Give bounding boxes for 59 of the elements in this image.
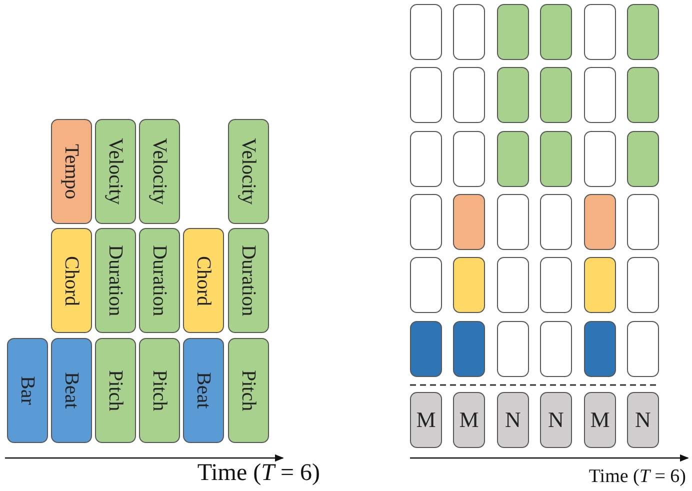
empty-slot-box: [584, 4, 616, 60]
token-type-box: N: [627, 392, 659, 448]
empty-slot-box: [584, 257, 616, 313]
empty-slot-box: [453, 4, 485, 60]
empty-slot-box: [410, 321, 442, 377]
token-box: Duration: [139, 228, 180, 333]
token-box: Duration: [228, 228, 269, 333]
token-type-box: N: [540, 392, 572, 448]
empty-slot-box: [584, 321, 616, 377]
empty-slot-box: [540, 257, 572, 313]
token-box: Beat: [51, 338, 92, 443]
empty-slot-box: [540, 321, 572, 377]
empty-slot-box: [497, 257, 529, 313]
empty-slot-box: [410, 257, 442, 313]
token-box: Chord: [51, 228, 92, 333]
empty-slot-box: [453, 321, 485, 377]
empty-slot-box: [497, 194, 529, 250]
token-box: Duration: [95, 228, 136, 333]
axis-label: Time (T = 6): [588, 466, 686, 488]
empty-slot-box: [627, 4, 659, 60]
empty-slot-box: [497, 131, 529, 187]
token-box: Pitch: [139, 338, 180, 443]
token-box: Tempo: [51, 119, 92, 224]
empty-slot-box: [627, 257, 659, 313]
empty-slot-box: [627, 194, 659, 250]
empty-slot-box: [584, 194, 616, 250]
empty-slot-box: [453, 194, 485, 250]
empty-slot-box: [410, 194, 442, 250]
token-box: Pitch: [228, 338, 269, 443]
empty-slot-box: [540, 67, 572, 123]
token-box: Pitch: [95, 338, 136, 443]
empty-slot-box: [627, 67, 659, 123]
token-type-box: N: [497, 392, 529, 448]
axis-label: Time (T = 6): [197, 460, 320, 487]
token-box: Bar: [7, 338, 48, 443]
empty-slot-box: [453, 257, 485, 313]
empty-slot-box: [453, 131, 485, 187]
token-box: Velocity: [95, 119, 136, 224]
empty-slot-box: [540, 4, 572, 60]
token-box: Velocity: [139, 119, 180, 224]
empty-slot-box: [584, 67, 616, 123]
empty-slot-box: [410, 67, 442, 123]
token-box: Beat: [183, 338, 224, 443]
empty-slot-box: [453, 67, 485, 123]
token-box: Velocity: [228, 119, 269, 224]
empty-slot-box: [497, 4, 529, 60]
empty-slot-box: [540, 194, 572, 250]
empty-slot-box: [584, 131, 616, 187]
empty-slot-box: [540, 131, 572, 187]
empty-slot-box: [410, 4, 442, 60]
empty-slot-box: [627, 131, 659, 187]
empty-slot-box: [497, 67, 529, 123]
token-type-box: M: [453, 392, 485, 448]
empty-slot-box: [410, 131, 442, 187]
empty-slot-box: [627, 321, 659, 377]
empty-slot-box: [497, 321, 529, 377]
token-type-box: M: [410, 392, 442, 448]
token-type-box: M: [584, 392, 616, 448]
token-box: Chord: [183, 228, 224, 333]
